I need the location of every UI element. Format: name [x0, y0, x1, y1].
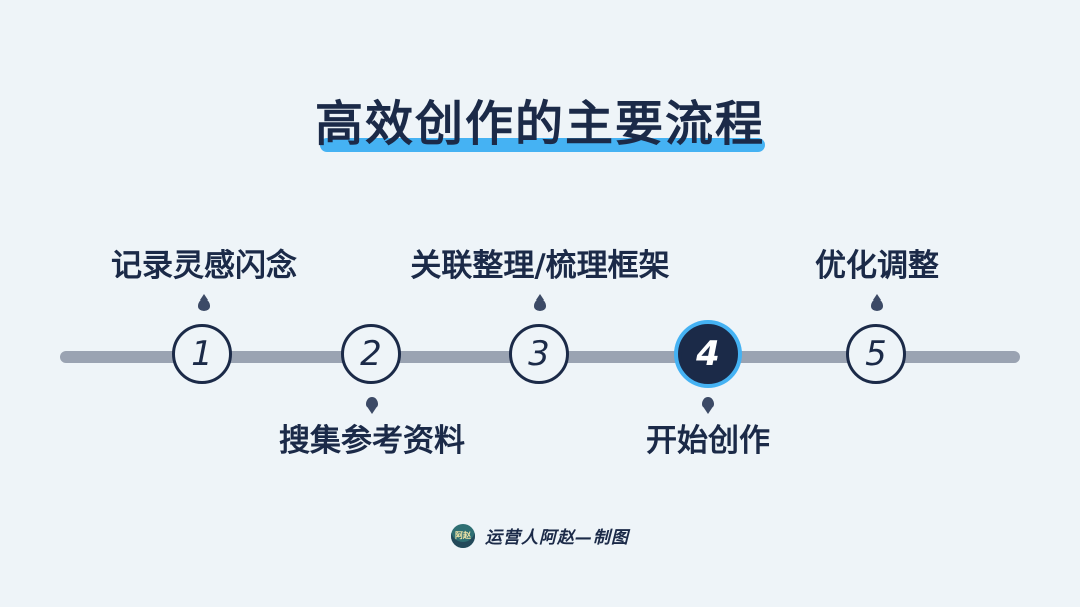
page-title: 高效创作的主要流程	[314, 96, 765, 152]
step-1-label: 记录灵感闪念	[111, 248, 297, 284]
step-1-number: 1	[191, 334, 213, 374]
step-1-circle: 1	[172, 324, 232, 384]
step-3-number: 3	[528, 334, 550, 374]
step-5-label: 优化调整	[815, 248, 939, 284]
author-avatar-icon: 阿赵	[451, 523, 475, 548]
step-5-circle: 5	[846, 324, 906, 384]
step-3-circle: 3	[509, 324, 569, 384]
credit-text: 运营人阿赵—制图	[485, 528, 629, 548]
step-3-pin-icon	[534, 294, 546, 311]
step-4-number: 4	[696, 334, 720, 374]
step-5-pin-icon	[871, 294, 883, 311]
step-2-number: 2	[360, 334, 382, 374]
step-1-pin-icon	[198, 294, 210, 311]
step-4-pin-icon	[702, 397, 714, 414]
step-2-label: 搜集参考资料	[279, 423, 465, 459]
step-2-circle: 2	[341, 324, 401, 384]
step-4-label: 开始创作	[646, 423, 770, 459]
credit-footer: 阿赵 运营人阿赵—制图	[0, 523, 1080, 548]
step-5-number: 5	[865, 334, 887, 374]
step-3-label: 关联整理/梳理框架	[410, 248, 670, 284]
step-4-circle: 4	[678, 324, 738, 384]
step-2-pin-icon	[366, 397, 378, 414]
title-underline	[320, 138, 765, 152]
title-container: 高效创作的主要流程	[0, 92, 1080, 156]
